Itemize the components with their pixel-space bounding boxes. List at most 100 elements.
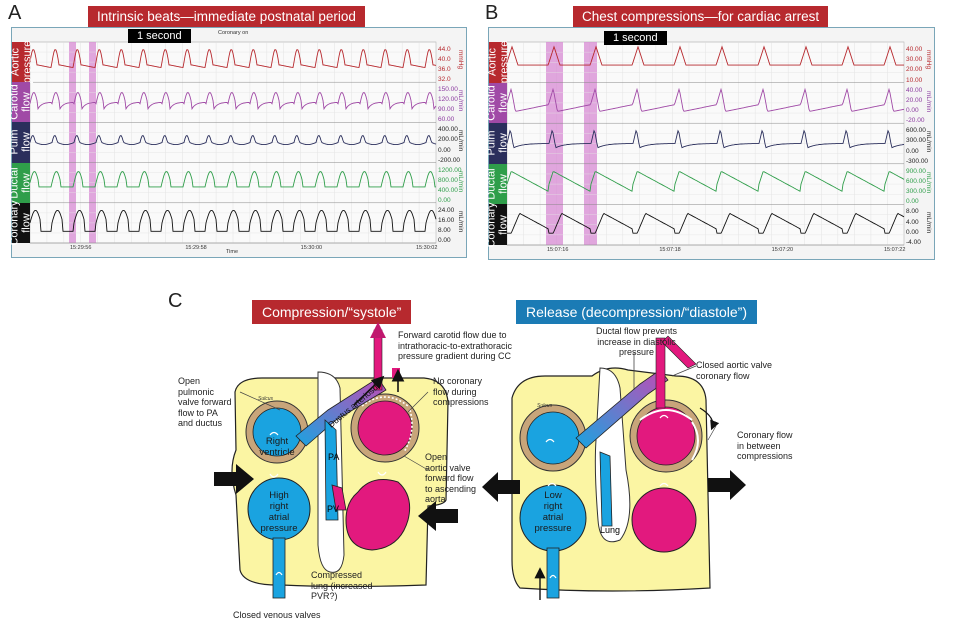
scale-value: 8.00 [906, 208, 919, 216]
scale-value: 44.0 [438, 46, 451, 53]
ductal-prevents-label: Ductal flow prevents increase in diastol… [596, 326, 678, 357]
high-atrial-label: High right atrial pressure [260, 490, 298, 534]
scale-value: 0.00 [906, 198, 919, 206]
release-arrow-right [708, 470, 746, 500]
scale-value: 0.00 [906, 107, 919, 114]
compression-title: Compression/“systole” [252, 300, 412, 324]
channel-label-ductal: Ductal flow [486, 163, 510, 205]
open-pulmonic-label: Open pulmonic valve forward flow to PA a… [178, 376, 232, 428]
scale-value: 20.00 [906, 66, 923, 74]
scale-value: 120.00 [438, 96, 458, 104]
open-aortic-label: Open aortic valve forward flow to ascend… [425, 452, 477, 504]
compress-arrow-left [214, 464, 254, 494]
trace-aortic [506, 45, 904, 66]
panel-a-one-second-bar: 1 second [128, 29, 191, 43]
release-title: Release (decompression/“diastole”) [516, 300, 757, 324]
time-tick: 15:07:18 [659, 247, 681, 253]
lung-label: Lung [600, 525, 621, 535]
right-ventricle-label: Right ventricle [259, 436, 295, 458]
time-tick: 15:07:16 [547, 247, 569, 253]
scale-value: 40.0 [438, 56, 451, 64]
channel-label-pulm: Pulm flow [486, 123, 510, 164]
trace-pulm [506, 129, 905, 149]
trace-coronary [29, 209, 437, 232]
scale-value: 36.0 [438, 66, 451, 74]
scale-value: 60.00 [438, 116, 455, 124]
pa-label: PA [328, 452, 340, 462]
scale-value: 300.00 [906, 137, 926, 145]
time-tick: 15:29:56 [70, 245, 92, 251]
time-tick: 15:07:20 [771, 247, 794, 253]
scale-value: 0.00 [906, 228, 919, 236]
channel-label-pulm: Pulm flow [9, 122, 33, 163]
panel-a-traces [29, 41, 437, 244]
scale-value: 0.00 [438, 146, 451, 154]
no-coronary-label: No coronary flow during compressions [433, 376, 489, 407]
scale-value: 0.00 [438, 237, 451, 244]
compressed-lung-label: Compressed lung (increased PVR?) [311, 570, 373, 601]
scale-value: 8.00 [438, 226, 451, 234]
channel-label-aortic: Aortic pressure [486, 40, 511, 84]
scale-value: 400.00 [438, 126, 458, 134]
scale-value: 300.00 [906, 188, 926, 196]
compress-arrow-right [418, 501, 458, 531]
release-heart [482, 335, 746, 600]
panel-a-title: Intrinsic beats—immediate postnatal peri… [88, 6, 365, 27]
trace-pulm [29, 134, 437, 146]
time-tick: 15:07:22 [884, 247, 906, 253]
trace-carotid [29, 91, 437, 111]
channel-label-coronary: Coronary flow [9, 200, 33, 246]
panel-c-letter: C [168, 290, 183, 312]
trace-aortic [29, 48, 437, 69]
scale-value: 32.0 [438, 76, 451, 84]
right-sulcus-label: Sulcus [537, 403, 553, 409]
scale-value: 900.00 [906, 167, 926, 175]
scale-value: 1200.00 [438, 166, 462, 174]
release-arrow-left [482, 472, 520, 502]
closed-aortic-label: Closed aortic valve coronary flow [696, 360, 773, 381]
scale-value: 40.00 [906, 46, 923, 53]
scale-value: 30.00 [906, 56, 923, 64]
channel-label-carotid: Carotid flow [486, 82, 510, 124]
panel-a-letter: A [8, 2, 22, 24]
panel-b-one-second-bar: 1 second [604, 31, 667, 45]
scale-value: 40.00 [906, 86, 923, 94]
low-atrial-label: Low right atrial pressure [534, 490, 572, 534]
scale-value: 200.00 [438, 136, 458, 144]
left-sulcus-label: Sulcus [258, 396, 274, 402]
panel-a-trace-frame: 1 second Coronary on Time Aortic pressur… [9, 27, 467, 258]
scale-value: 600.00 [906, 127, 926, 135]
scale-value: 24.00 [438, 206, 455, 214]
time-tick: 15:30:00 [300, 245, 323, 251]
scale-value: -20.00 [906, 117, 925, 125]
time-tick: 15:29:58 [185, 245, 207, 251]
panel-b-trace-frame: 1 second Aortic pressure 40.00 30.00 20.00 1… [486, 27, 935, 260]
channel-label-ductal: Ductal flow [9, 162, 33, 203]
scale-value: 150.00 [438, 86, 458, 94]
coronary-between-label: Coronary flow in between compressions [737, 430, 793, 461]
trace-coronary [507, 212, 905, 234]
channel-label-coronary: Coronary flow [486, 202, 510, 248]
trace-ductal [29, 171, 436, 188]
scale-value: 90.00 [438, 106, 455, 114]
channel-label-carotid: Carotid flow [9, 82, 33, 123]
venous-valves-label: Closed venous valves [233, 610, 321, 620]
panel-b-title: Chest compressions—for cardiac arrest [573, 6, 829, 27]
scale-value: 16.00 [438, 216, 455, 224]
channel-label-aortic: Aortic pressure [9, 40, 34, 84]
panel-b-traces [506, 41, 905, 246]
compression-heart [214, 322, 458, 599]
scale-value: 0.00 [438, 196, 451, 204]
scale-value: 800.00 [438, 176, 458, 184]
trace-carotid [506, 87, 905, 112]
scale-value: -200.00 [438, 156, 461, 164]
forward-carotid-label: Forward carotid flow due to intrathoraci… [398, 330, 513, 361]
scale-value: 600.00 [906, 178, 926, 185]
pv-label: PV [327, 504, 340, 514]
scale-value: 10.00 [906, 76, 923, 84]
scale-value: 0.00 [906, 147, 919, 155]
panel-a-marker: Coronary on [218, 30, 249, 36]
time-tick: 15:30:02 [416, 245, 438, 251]
panel-a-time-label: Time [226, 249, 239, 255]
